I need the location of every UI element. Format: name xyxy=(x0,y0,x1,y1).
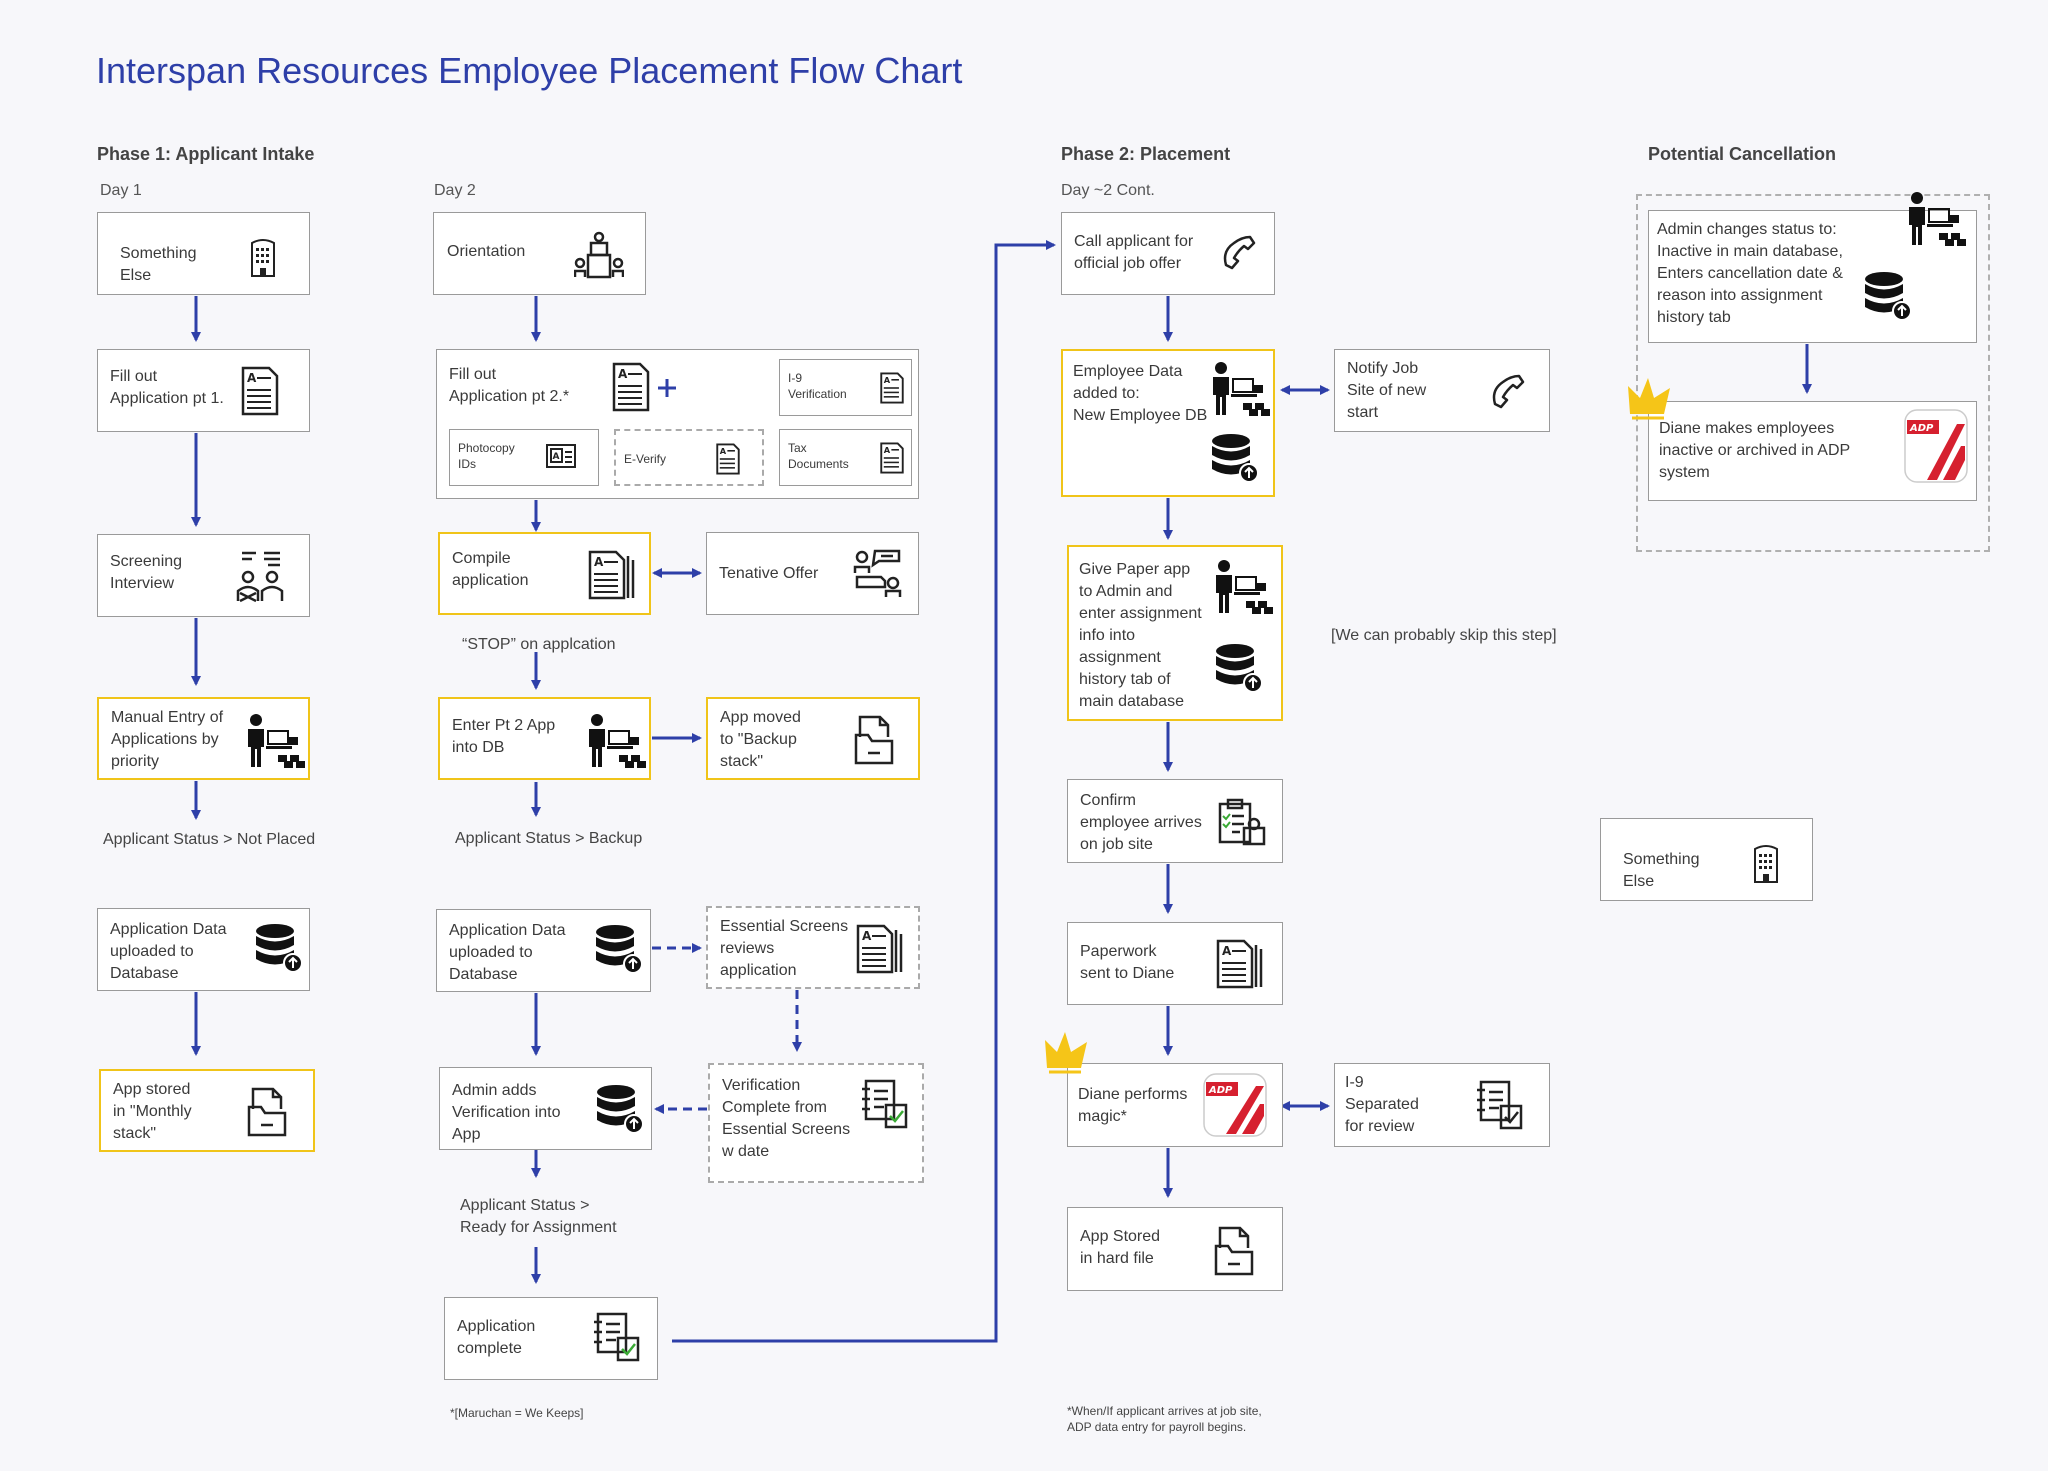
document-icon: A xyxy=(716,443,740,475)
svg-text:A: A xyxy=(594,555,604,569)
footnote-adp: *When/If applicant arrives at job site, … xyxy=(1067,1404,1262,1434)
node-backup-stack[interactable]: App moved to "Backup stack" xyxy=(706,697,920,780)
interview-icon xyxy=(236,551,284,603)
node-call-applicant[interactable]: Call applicant for official job offer xyxy=(1061,212,1275,295)
status-not-placed: Applicant Status > Not Placed xyxy=(103,831,316,848)
application-form-plus-icon: A xyxy=(612,362,676,412)
adp-logo-icon: ADP xyxy=(1904,409,1968,483)
checklist-notebook-icon xyxy=(594,1312,640,1362)
checklist-notebook-icon xyxy=(862,1079,908,1129)
node-admin-changes-status[interactable]: Admin changes status to: Inactive in mai… xyxy=(1648,192,1977,343)
document-icon: A xyxy=(880,442,904,474)
subnode-e-verify[interactable]: E-Verify A xyxy=(614,429,764,486)
node-diane-inactive[interactable]: Diane makes employees inactive or archiv… xyxy=(1648,401,1977,501)
note-skip-step: [We can probably skip this step] xyxy=(1331,627,1557,644)
node-application-complete[interactable]: Application complete xyxy=(444,1297,658,1380)
svg-text:A: A xyxy=(884,375,891,385)
building-icon xyxy=(1754,845,1778,883)
admin-computer-icon xyxy=(248,714,305,768)
node-enter-pt2[interactable]: Enter Pt 2 App into DB xyxy=(438,697,651,780)
svg-text:ADP: ADP xyxy=(1909,423,1934,434)
phase-2-heading: Phase 2: Placement xyxy=(1061,144,1231,164)
subnode-i9-verification[interactable]: I-9 Verification A xyxy=(779,359,912,416)
document-stack-icon: A xyxy=(588,550,635,600)
subnode-tax-documents[interactable]: Tax Documents A xyxy=(779,429,912,486)
node-app-stored-monthly[interactable]: App stored in "Monthly stack" xyxy=(99,1069,315,1152)
node-paperwork-diane[interactable]: Paperwork sent to Diane A xyxy=(1067,922,1283,1005)
day-2-label: Day 2 xyxy=(434,182,476,199)
admin-computer-icon xyxy=(1216,560,1273,614)
admin-computer-icon xyxy=(1909,192,1966,246)
admin-computer-icon xyxy=(589,714,646,768)
node-i9-separated[interactable]: I-9 Separated for review xyxy=(1334,1063,1550,1147)
svg-text:A: A xyxy=(720,446,727,456)
svg-text:A: A xyxy=(862,929,872,943)
presentation-audience-icon xyxy=(574,231,624,279)
document-icon: A xyxy=(880,372,904,404)
file-folder-icon xyxy=(247,1087,287,1137)
node-orientation[interactable]: Orientation xyxy=(433,212,646,295)
day-1-label: Day 1 xyxy=(100,182,142,199)
file-folder-icon xyxy=(1214,1226,1254,1276)
subnode-photocopy-ids[interactable]: Photocopy IDs A xyxy=(449,429,599,486)
node-something-else-2[interactable]: Something Else xyxy=(1600,818,1813,901)
crown-icon xyxy=(1628,378,1670,420)
status-stop: “STOP” on applcation xyxy=(462,636,616,653)
conversation-icon xyxy=(853,549,902,597)
database-upload-icon xyxy=(256,924,303,973)
database-upload-icon xyxy=(596,925,643,974)
node-confirm-arrival[interactable]: Confirm employee arrives on job site xyxy=(1067,779,1283,863)
file-folder-icon xyxy=(854,715,894,765)
cancellation-group xyxy=(1636,194,1990,552)
adp-logo-icon: ADP xyxy=(1203,1073,1267,1137)
node-fill-application-1[interactable]: Fill out Application pt 1. A xyxy=(97,349,310,432)
database-upload-icon xyxy=(1216,644,1263,693)
node-manual-entry[interactable]: Manual Entry of Applications by priority xyxy=(97,697,310,780)
application-form-icon: A xyxy=(241,366,279,416)
footnote-maruchan: *[Maruchan = We Keeps] xyxy=(450,1406,584,1420)
node-employee-data[interactable]: Employee Data added to: New Employee DB xyxy=(1061,349,1275,497)
node-fill-application-2[interactable]: Fill out Application pt 2.* A I-9 Verifi… xyxy=(436,349,919,499)
id-card-icon: A xyxy=(546,444,576,468)
node-admin-adds-verification[interactable]: Admin adds Verification into App xyxy=(439,1067,652,1150)
checklist-notebook-icon xyxy=(1477,1080,1523,1130)
phone-icon xyxy=(1223,235,1256,270)
node-tentative-offer[interactable]: Tenative Offer xyxy=(706,532,919,615)
phase-1-heading: Phase 1: Applicant Intake xyxy=(97,144,315,164)
node-compile-application[interactable]: Compile application A xyxy=(438,532,651,615)
day-2-cont-label: Day ~2 Cont. xyxy=(1061,182,1155,199)
svg-text:A: A xyxy=(1222,944,1232,958)
node-application-data-db-2[interactable]: Application Data uploaded to Database xyxy=(436,909,651,992)
node-something-else-1[interactable]: Something Else xyxy=(97,212,310,295)
document-stack-icon: A xyxy=(856,924,903,974)
node-screening-interview[interactable]: Screening Interview xyxy=(97,534,310,617)
node-app-stored-hard-file[interactable]: App Stored in hard file xyxy=(1067,1207,1283,1291)
node-verification-complete[interactable]: Verification Complete from Essential Scr… xyxy=(708,1063,924,1183)
node-essential-screens[interactable]: Essential Screens reviews application A xyxy=(706,906,920,989)
svg-text:A: A xyxy=(553,452,560,462)
crown-icon xyxy=(1045,1032,1087,1074)
building-icon xyxy=(251,239,275,277)
node-notify-job-site[interactable]: Notify Job Site of new start xyxy=(1334,349,1550,432)
svg-text:ADP: ADP xyxy=(1208,1085,1233,1096)
status-ready: Applicant Status > Ready for Assignment xyxy=(460,1197,617,1236)
phone-icon xyxy=(1492,374,1525,409)
svg-text:A: A xyxy=(247,371,257,385)
database-upload-icon xyxy=(597,1085,644,1134)
svg-text:A: A xyxy=(618,367,628,381)
node-give-paper-app[interactable]: Give Paper app to Admin and enter assign… xyxy=(1067,545,1283,721)
node-application-data-db-1[interactable]: Application Data uploaded to Database xyxy=(97,908,310,991)
svg-text:A: A xyxy=(884,445,891,455)
admin-computer-icon xyxy=(1213,362,1270,416)
database-upload-icon xyxy=(1212,434,1259,483)
document-stack-icon: A xyxy=(1216,939,1263,989)
cancellation-heading: Potential Cancellation xyxy=(1648,144,1837,164)
status-backup: Applicant Status > Backup xyxy=(455,830,643,847)
clipboard-checklist-icon xyxy=(1218,798,1266,846)
page-title: Interspan Resources Employee Placement F… xyxy=(96,50,963,91)
database-upload-icon xyxy=(1865,272,1912,321)
node-diane-magic[interactable]: Diane performs magic* ADP xyxy=(1067,1063,1283,1147)
